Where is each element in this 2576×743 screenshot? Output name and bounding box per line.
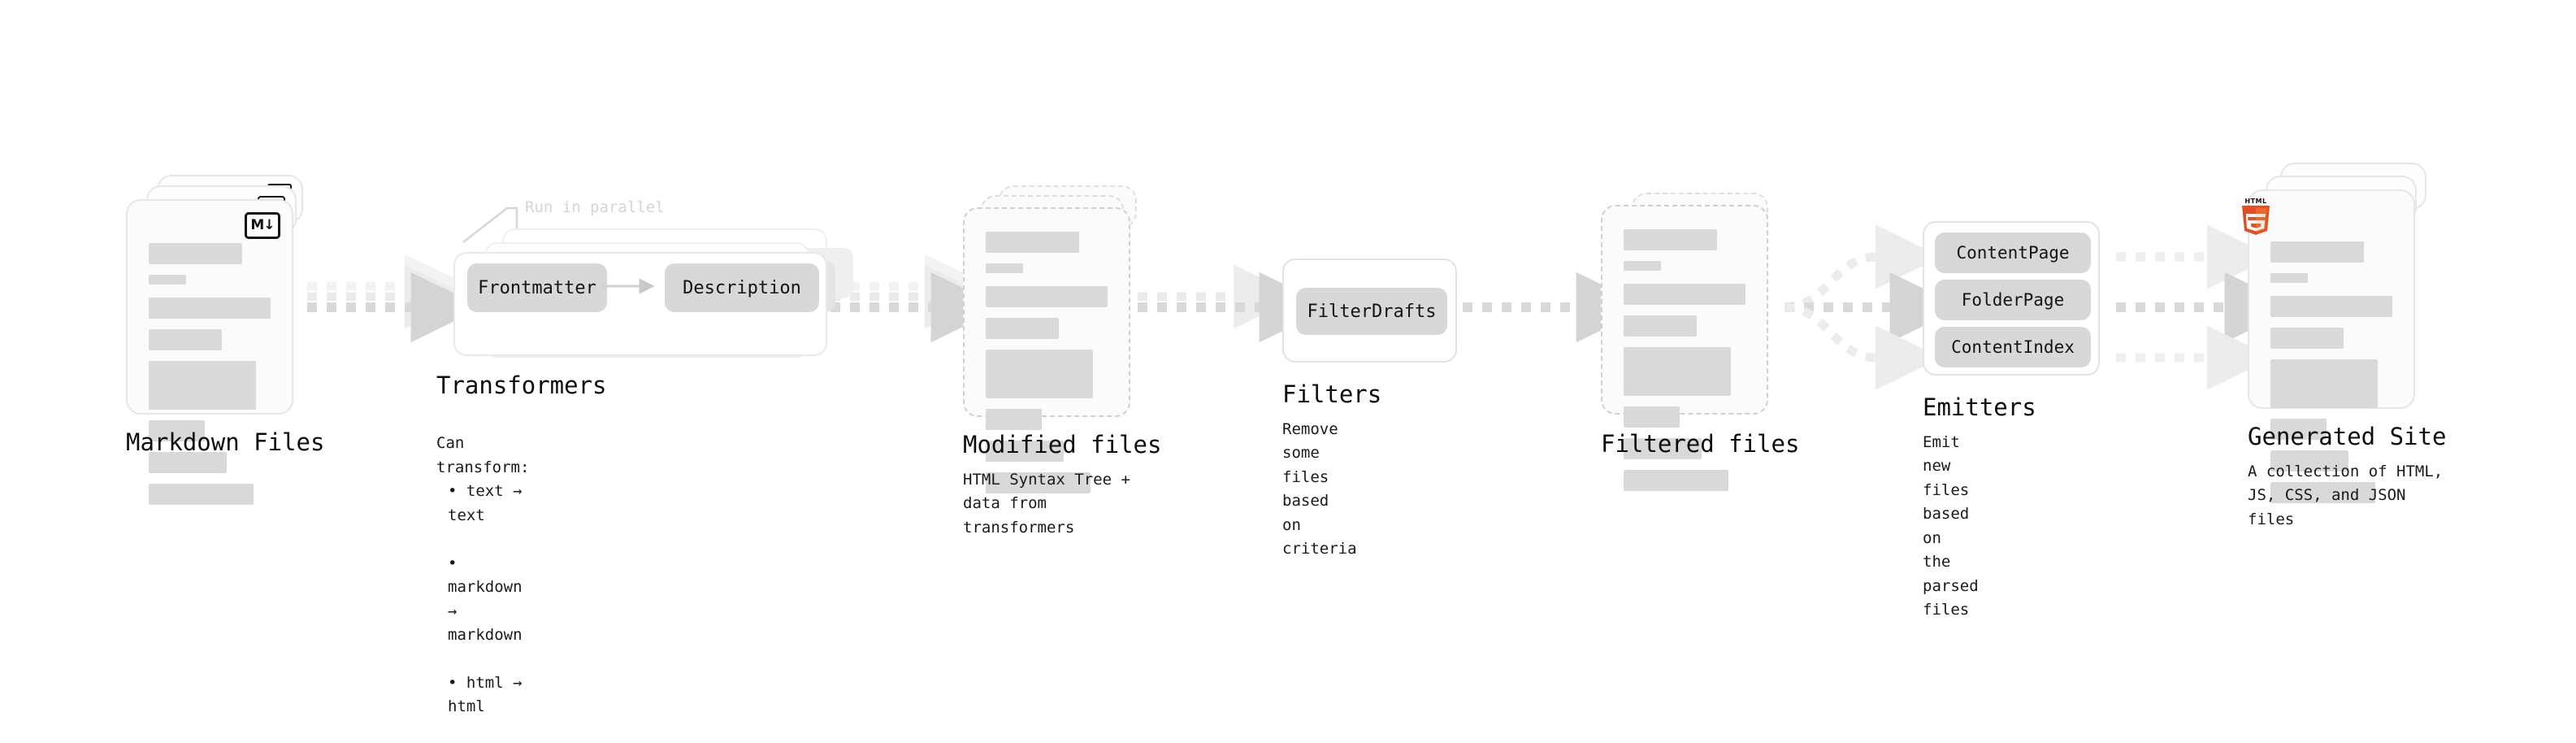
connector-modified-to-filters (1138, 264, 1332, 343)
transformers-subtitle-lead: Can transform: (436, 434, 530, 476)
file-content-placeholder (1624, 229, 1746, 502)
placeholder-line (986, 441, 1064, 462)
stage-title-filtered-files: Filtered files (1601, 430, 1800, 458)
generated-site-stack: CSS HTML (2242, 163, 2451, 503)
connector-markdown-to-transformers (307, 254, 484, 343)
stage-subtitle-filters: Remove some files based on criteria (1282, 420, 1357, 558)
transformer-item-description[interactable]: Description (665, 263, 819, 312)
placeholder-line (1624, 315, 1697, 337)
connector-filtered-to-emitters (1784, 224, 1962, 390)
placeholder-line (986, 350, 1093, 398)
connector-emitters-to-site (2116, 224, 2297, 390)
placeholder-line (149, 452, 227, 473)
placeholder-line (986, 286, 1108, 307)
stage-subtitle-transformers: Can transform: • text → text • markdown … (436, 408, 529, 743)
filters-panel: FilterDrafts (1282, 259, 1457, 363)
placeholder-line (2270, 419, 2327, 440)
html5-badge-label: HTML (2244, 198, 2267, 205)
placeholder-line (1624, 406, 1680, 428)
html5-shield-icon (2242, 206, 2270, 235)
transformer-item-label: Frontmatter (478, 277, 596, 298)
placeholder-line (1624, 347, 1731, 396)
stage-subtitle-emitters: Emit new files based on the parsed files (1923, 433, 1979, 619)
transformers-bullet-1: • markdown → markdown (448, 554, 523, 644)
stage-modified-files: Modified files HTML Syntax Tree + data f… (963, 185, 1161, 537)
placeholder-line (986, 232, 1079, 253)
file-content-placeholder (986, 232, 1108, 504)
placeholder-line (149, 484, 254, 505)
placeholder-line (986, 263, 1023, 273)
emitter-item-label: ContentPage (1956, 243, 2070, 263)
transformers-bullet-2: • html → html (448, 673, 523, 716)
filter-item-filterdrafts[interactable]: FilterDrafts (1296, 288, 1447, 335)
stage-title-emitters: Emitters (1923, 393, 2036, 421)
stage-title-transformers: Transformers (436, 372, 607, 399)
placeholder-line (2270, 241, 2364, 263)
placeholder-line (1624, 438, 1702, 459)
stage-subtitle-modified-files: HTML Syntax Tree + data from transformer… (963, 471, 1130, 537)
stage-title-modified-files: Modified files (963, 431, 1162, 458)
placeholder-line (2270, 359, 2378, 408)
stage-subtitle-generated-site: A collection of HTML, JS, CSS, and JSON … (2248, 463, 2444, 528)
emitter-item-folderpage[interactable]: FolderPage (1935, 280, 2091, 320)
placeholder-line (1624, 470, 1728, 491)
placeholder-line (1624, 261, 1661, 271)
placeholder-line (149, 243, 242, 264)
file-content-placeholder (2270, 241, 2392, 514)
transformer-item-label: Description (683, 277, 801, 298)
placeholder-line (149, 361, 256, 410)
placeholder-line (1624, 284, 1746, 305)
file-card-front (1601, 205, 1768, 491)
stage-title-markdown-files: Markdown Files (126, 428, 325, 456)
transformer-item-frontmatter[interactable]: Frontmatter (467, 263, 607, 312)
stage-title-generated-site: Generated Site (2248, 423, 2447, 450)
placeholder-line (2270, 273, 2308, 283)
emitter-item-contentindex[interactable]: ContentIndex (1935, 327, 2091, 367)
stage-generated-site: CSS HTML (2242, 163, 2451, 528)
file-card-front-html: HTML (2242, 189, 2415, 503)
stage-title-filters: Filters (1282, 380, 1382, 408)
placeholder-line (2270, 450, 2348, 471)
placeholder-line (149, 298, 271, 319)
placeholder-line (986, 472, 1091, 493)
stage-filtered-files: Filtered files (1601, 193, 1799, 491)
file-content-placeholder (149, 243, 271, 515)
file-card-front (963, 207, 1130, 493)
placeholder-line (1624, 229, 1717, 250)
emitter-item-contentpage[interactable]: ContentPage (1935, 232, 2091, 273)
placeholder-line (149, 275, 186, 285)
emitters-panel: ContentPage FolderPage ContentIndex (1923, 221, 2100, 376)
emitter-item-label: FolderPage (1961, 290, 2065, 310)
modified-file-stack (963, 185, 1150, 493)
markdown-badge: M↓ (245, 212, 280, 239)
placeholder-line (2270, 296, 2392, 317)
html5-badge: HTML (2240, 198, 2272, 235)
markdown-file-stack: M↓ M↓ M↓ (126, 175, 313, 505)
placeholder-line (149, 329, 222, 350)
filtered-file-stack (1601, 193, 1788, 491)
stage-markdown-files: M↓ M↓ M↓ Markdown Files (126, 175, 324, 505)
transformer-panel-front: Frontmatter Description (453, 252, 827, 356)
placeholder-line (2270, 328, 2344, 349)
transformers-bullet-0: • text → text (448, 482, 523, 524)
placeholder-line (149, 420, 205, 441)
file-card-front: M↓ (126, 199, 293, 505)
placeholder-line (986, 318, 1059, 339)
placeholder-line (986, 409, 1042, 430)
filter-item-label: FilterDrafts (1307, 301, 1437, 322)
emitter-item-label: ContentIndex (1951, 337, 2075, 357)
pipeline-diagram: M↓ M↓ M↓ Markdown Files (126, 163, 2451, 715)
run-in-parallel-label: Run in parallel (525, 198, 665, 216)
placeholder-line (2270, 482, 2375, 503)
